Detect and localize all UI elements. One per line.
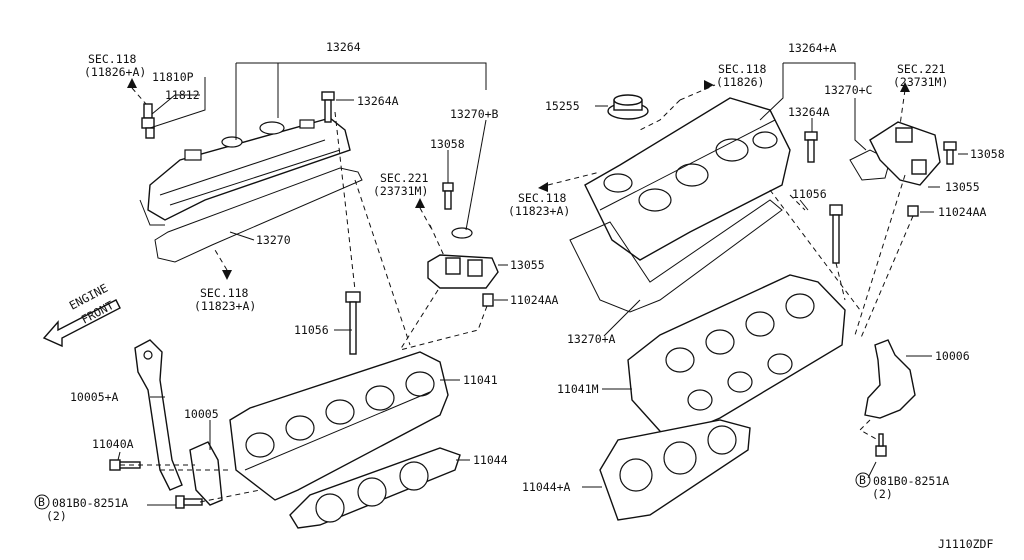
gasket-13270a [569,199,783,313]
label-sec221-right-sub: (23731M) [893,75,948,89]
plug-11024aa-right [907,205,919,217]
oring-13270b [451,227,473,239]
label-10006: 10006 [935,349,970,363]
label-13270: 13270 [256,233,291,247]
label-sec118-bottom-left: SEC.118 [200,286,249,300]
bracket-10005 [189,441,223,506]
head-gasket-left [289,447,461,529]
label-sec221-left-sub: (23731M) [373,184,428,198]
bolt-label-right: B 081B0-8251A (2) [855,472,949,501]
label-11040a: 11040A [92,437,134,451]
label-15255: 15255 [545,99,580,113]
label-bolt-right-qty: (2) [872,487,893,501]
label-11044a: 11044+A [522,480,571,494]
cylinder-head-right [627,274,846,441]
solenoid-13055-left [427,254,499,289]
label-13058-right: 13058 [970,147,1005,161]
bolt-13058-right [943,141,957,165]
arrow-down-icon [222,270,232,280]
arrow-up-icon [127,78,137,88]
bolt-13264a-right [804,131,818,163]
label-bolt-left: 081B0-8251A [52,496,128,510]
bolt-081b0-right [875,433,887,457]
label-11810p: 11810P [152,70,194,84]
label-13055-left: 13055 [510,258,545,272]
label-13264-plus-a: 13264+A [788,41,837,55]
label-13264a-right: 13264A [788,105,830,119]
oil-cap-15255 [607,94,649,120]
label-13058-left: 13058 [430,137,465,151]
pcv-valve-left [141,103,155,139]
bolt-13264a-left [321,91,335,123]
arrow-up-icon [900,82,910,92]
label-11024aa-left: 11024AA [510,293,559,307]
label-bolt-left-qty: (2) [46,509,67,523]
bolt-right-circle-letter: B [859,473,866,487]
bracket-10005a [134,339,183,491]
label-sec221-right: SEC.221 [897,62,946,76]
label-11041m: 11041M [557,382,599,396]
label-sec118-mid-right: SEC.118 [518,191,567,205]
label-11044: 11044 [473,453,508,467]
label-13270c: 13270+C [824,83,873,97]
label-13264: 13264 [326,40,361,54]
label-sec118-mid-right-sub: (11823+A) [508,204,570,218]
oring-13270c [849,149,891,181]
heat-shield-10006 [864,339,916,419]
label-13270a: 13270+A [567,332,616,346]
engine-front-indicator: ENGINE FRONT [42,281,121,348]
plug-11024aa-left [482,293,494,307]
valve-cover-right [584,97,791,261]
label-sec221-left: SEC.221 [380,171,429,185]
gasket-13270 [154,167,363,263]
head-gasket-right [599,419,751,521]
bolt-081b0-left [175,495,203,509]
label-sec118-bottom-left-sub: (11823+A) [194,299,256,313]
label-sec118-top-right-sub: (11826) [716,75,764,89]
label-13264a-left: 13264A [357,94,399,108]
solenoid-13055-right [869,121,941,186]
label-10005a: 10005+A [70,390,119,404]
label-bolt-right: 081B0-8251A [873,474,949,488]
bolt-13058-left [442,182,454,210]
label-11056-right: 11056 [792,187,827,201]
label-11812: 11812 [165,88,200,102]
label-11041: 11041 [463,373,498,387]
front-arrow-icon [42,299,121,348]
label-13270b: 13270+B [450,107,499,121]
label-10005: 10005 [184,407,219,421]
label-11056-left: 11056 [294,323,329,337]
arrow-left-icon [538,182,548,192]
diagram-code: J1110ZDF [938,537,993,551]
bolt-left-circle-letter: B [38,495,45,509]
label-sec118-top-left-sub: (11826+A) [84,65,146,79]
label-sec118-top-left: SEC.118 [88,52,137,66]
label-13055-right: 13055 [945,180,980,194]
cylinder-head-left [229,351,449,501]
arrow-up-icon [415,198,425,208]
valve-cover-left [139,117,351,226]
head-bolt-right [829,204,843,264]
label-11024aa-right: 11024AA [938,205,987,219]
head-bolt-left [345,291,361,355]
label-sec118-top-right: SEC.118 [718,62,767,76]
arrow-right-icon [704,80,714,90]
bolt-label-left: B 081B0-8251A (2) [34,494,128,523]
